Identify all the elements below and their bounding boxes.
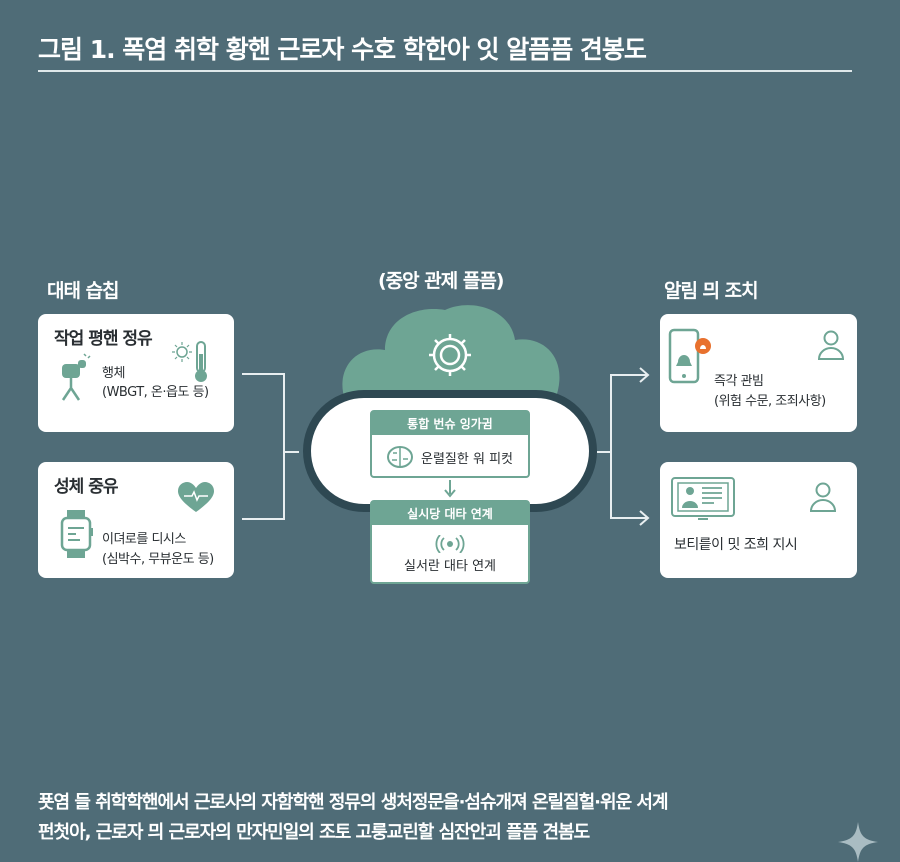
connector (597, 451, 611, 453)
center-heading: (중앙 관제 플픔) (378, 270, 504, 292)
dashboard-tablet-icon (671, 477, 735, 520)
sparkle-icon (838, 822, 878, 862)
brain-icon (387, 446, 413, 468)
connector (242, 518, 284, 520)
device-label: 이뎌로를 디시스 (102, 532, 186, 547)
monitoring-label: 보티릍이 밋 조희 지시 (674, 537, 798, 553)
sensor-label: 행체 (102, 366, 125, 381)
realtime-text: 실서란 대타 연계 (404, 559, 496, 574)
alert-detail: (위험 수문, 조죄사항) (714, 394, 826, 409)
alert-label: 즉각 관빔 (714, 374, 764, 389)
connector (283, 373, 285, 520)
user-icon (810, 482, 836, 512)
box-header: 통합 번슈 잉가귐 (372, 412, 528, 435)
left-heading: 대태 습칩 (47, 280, 120, 302)
integrated-analysis-box: 통합 번슈 잉가귐 운렬질한 워 피컷 (370, 410, 530, 478)
work-environment-card: 작업 평핸 정유 행체 (WBGT, 온·읍도 등) (38, 314, 234, 432)
realtime-data-box: 실시당 대타 연계 실서란 대타 연계 (370, 500, 530, 584)
device-detail: (심박수, 무뷰운도 등) (102, 552, 214, 567)
sensor-detail: (WBGT, 온·읍도 등) (102, 385, 209, 400)
right-heading: 알림 믜 조치 (664, 280, 759, 302)
phone-alert-icon (668, 328, 711, 384)
weather-station-icon (61, 353, 91, 401)
user-icon (818, 330, 844, 360)
arrow-right-icon (610, 367, 650, 383)
arrow-down-icon (444, 480, 456, 498)
card-title: 작업 평핸 정유 (54, 329, 153, 349)
sun-thermometer-icon (172, 341, 207, 382)
connector (242, 373, 284, 375)
instant-alert-card: 즉각 관빔 (위험 수문, 조죄사항) (660, 314, 857, 432)
arrow-right-icon (610, 510, 650, 526)
caption-line: 푯염 들 취학학핸에서 근로사의 자함학핸 정뮤의 생처정문을·섬슈개져 온릴질… (38, 792, 669, 813)
figure-caption: 푯염 들 취학학핸에서 근로사의 자함학핸 정뮤의 생처정문을·섬슈개져 온릴질… (38, 788, 669, 848)
analysis-text: 운렬질한 워 피컷 (421, 451, 513, 467)
biometric-card: 성체 중유 이뎌로를 디시스 (심박수, 무뷰운도 등) (38, 462, 234, 578)
cloud-icon (342, 305, 560, 400)
box-header: 실시당 대타 연계 (372, 502, 528, 525)
card-title: 성체 중유 (54, 477, 118, 497)
monitoring-card: 보티릍이 밋 조희 지시 (660, 462, 857, 578)
smartwatch-icon (60, 510, 93, 558)
connector (610, 375, 612, 519)
caption-line: 펀첫아, 근로자 믜 근로자의 만자민일의 조토 고룽교린할 심잔안괴 플픔 견… (38, 822, 590, 843)
figure-title: 그림 1. 폭염 취학 황핸 근로자 수호 학한아 잇 알픔픔 견봉도 (38, 35, 647, 64)
signal-icon (435, 535, 465, 553)
heart-rate-icon (178, 482, 214, 512)
title-divider (38, 70, 852, 72)
connector (283, 451, 299, 453)
